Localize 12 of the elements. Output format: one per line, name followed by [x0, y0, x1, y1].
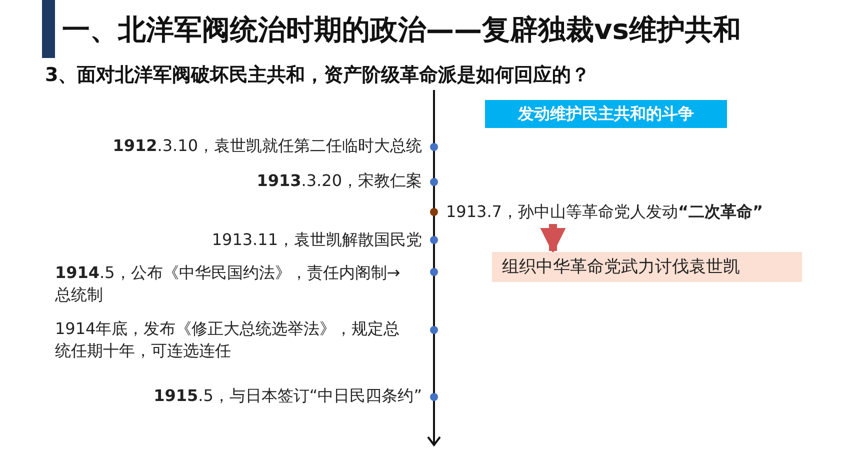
event-text: 1915.5，与日本签订“中日民四条约”	[154, 385, 422, 407]
event-text: 1913.11，袁世凯解散国民党	[212, 229, 422, 251]
event-text: 1913.7，孙中山等革命党人发动“二次革命”	[446, 201, 764, 223]
arrow	[540, 224, 566, 254]
event-text: 1914.5，公布《中华民国约法》，责任内阁制→总统制	[55, 262, 415, 306]
event-text: 1914年底，发布《修正大总统选举法》，规定总统任期十年，可连选连任	[55, 318, 415, 362]
result-box: 组织中华革命党武力讨伐袁世凯	[492, 252, 802, 282]
heading-box: 发动维护民主共和的斗争	[485, 100, 727, 128]
event-text: 1913.3.20，宋教仁案	[256, 170, 422, 192]
event-text: 1912.3.10，袁世凯就任第二任临时大总统	[112, 135, 422, 157]
title: 一、北洋军阀统治时期的政治——复辟独裁vs维护共和	[62, 12, 741, 48]
question-text: 3、面对北洋军阀破坏民主共和，资产阶级革命派是如何回应的？	[45, 63, 590, 88]
